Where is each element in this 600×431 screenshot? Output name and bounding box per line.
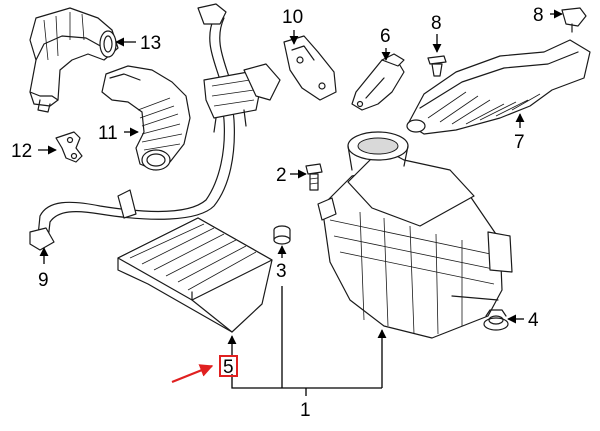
callout-2: 2 <box>276 165 287 186</box>
callout-12: 12 <box>11 141 32 162</box>
callout-13: 13 <box>140 33 161 54</box>
part-1-air-cleaner-housing <box>317 131 513 339</box>
part-7-resonator-duct <box>406 39 591 135</box>
part-2-bolt <box>305 163 323 191</box>
highlight-marker <box>171 355 238 384</box>
callout-3: 3 <box>276 261 287 282</box>
part-3-grommet <box>273 225 291 245</box>
part-12-bracket <box>55 131 83 163</box>
part-4-grommet <box>483 309 509 331</box>
callout-11: 11 <box>98 123 118 144</box>
part-8-screw-middle <box>427 55 447 77</box>
callout-5: 5 <box>223 357 234 378</box>
part-9-breather-hose <box>29 3 281 251</box>
leader-lines <box>38 9 563 396</box>
callout-7: 7 <box>514 132 525 153</box>
highlight-arrow <box>171 364 214 384</box>
callout-8-middle: 8 <box>431 13 442 34</box>
part-6-mass-air-flow-sensor <box>351 53 405 111</box>
part-8-screw-top <box>561 7 587 33</box>
callout-labels: 13 11 12 9 10 6 8 8 7 2 3 4 5 1 <box>11 5 544 421</box>
callout-6: 6 <box>380 26 391 47</box>
callout-9: 9 <box>38 270 49 291</box>
part-11-intake-hose <box>101 65 191 171</box>
callout-1: 1 <box>300 400 311 421</box>
part-13-air-inlet-duct <box>29 7 119 113</box>
callout-4: 4 <box>528 310 539 331</box>
callout-8-top: 8 <box>533 5 544 26</box>
part-5-air-filter <box>117 217 273 333</box>
highlight-box <box>219 355 238 377</box>
callout-10: 10 <box>282 7 303 28</box>
part-10-sensor-bracket <box>283 35 337 101</box>
